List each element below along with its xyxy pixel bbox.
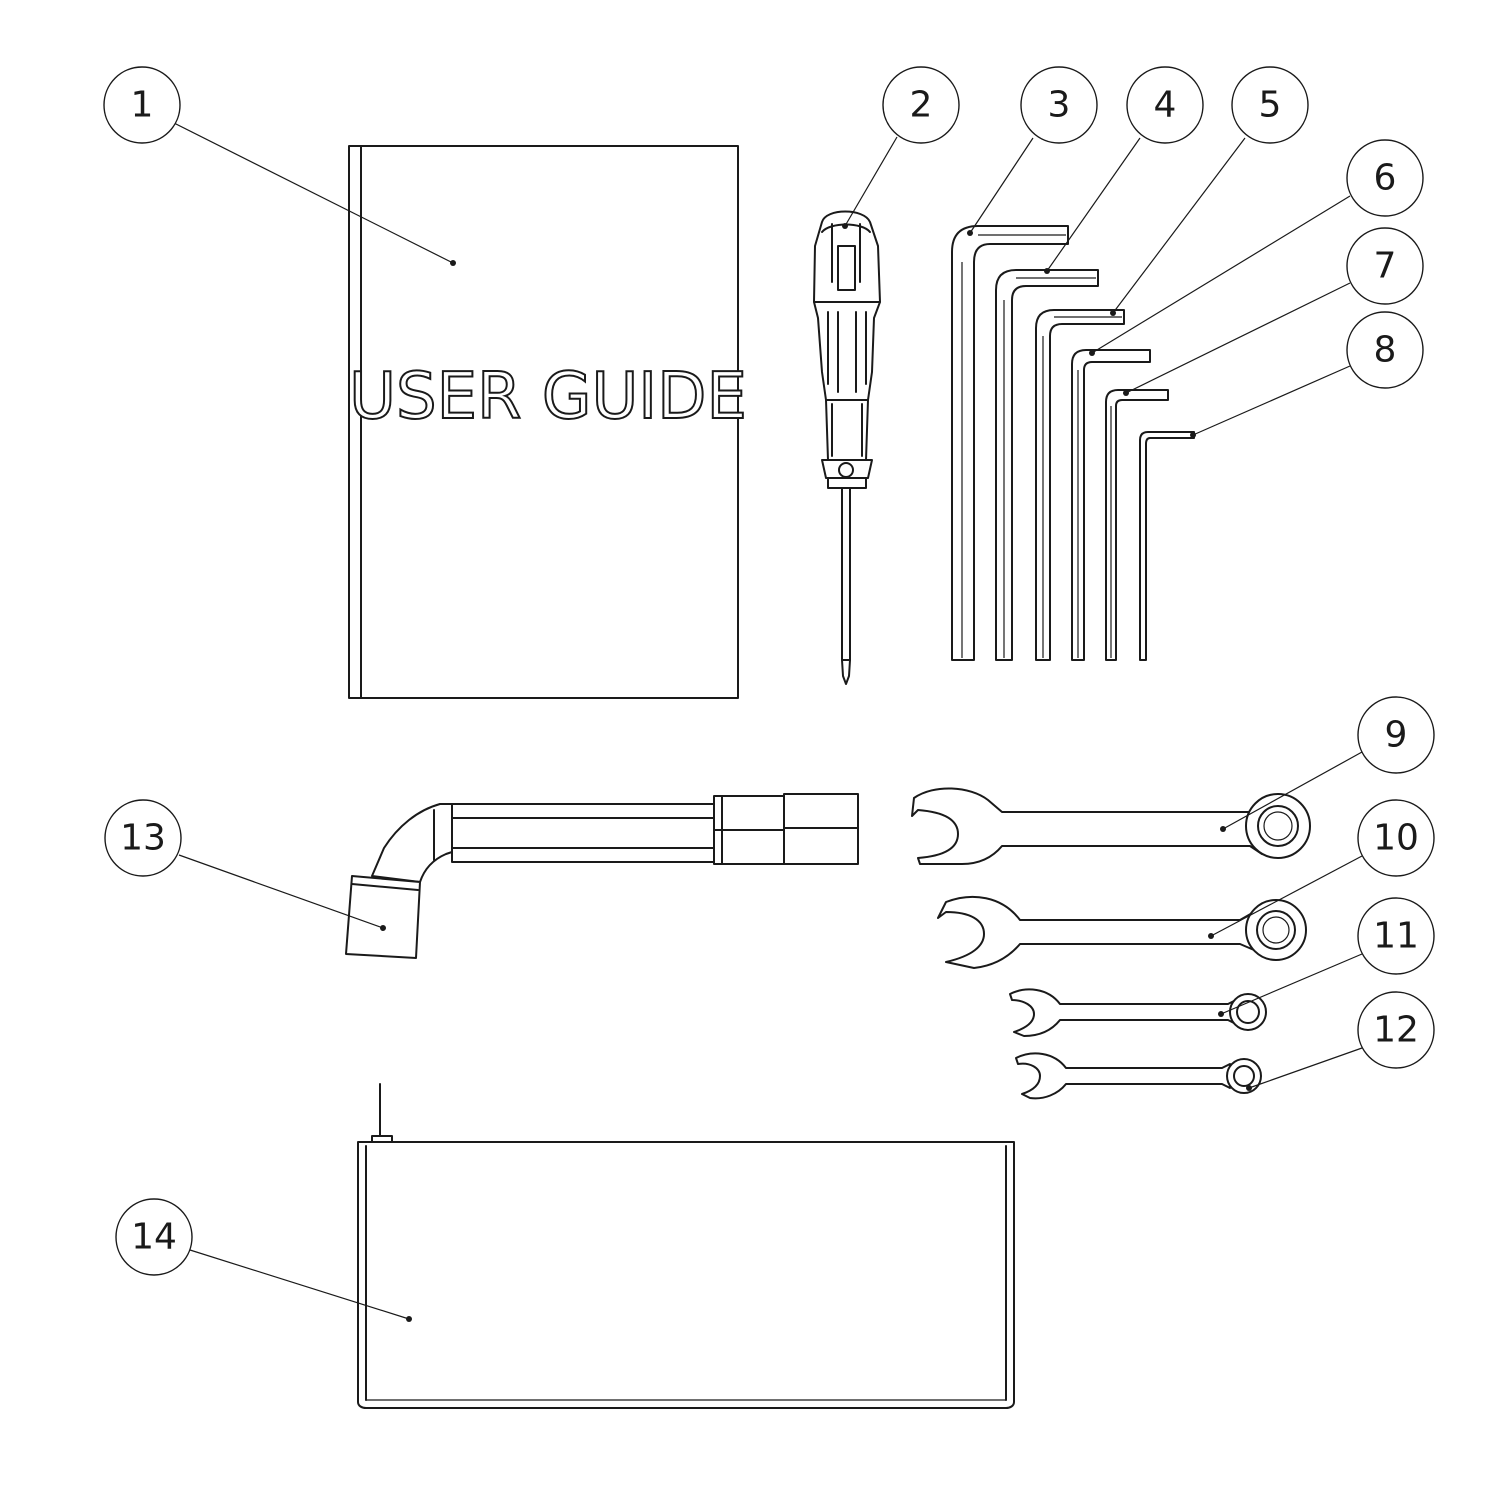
- balloon-3: 3: [1020, 66, 1098, 144]
- balloon-11: 11: [1357, 897, 1435, 975]
- user-guide-booklet: USER GUIDE: [348, 145, 748, 699]
- leader-dots: [380, 223, 1252, 1322]
- combination-wrench-9: [911, 787, 1311, 865]
- tool-case: [357, 1083, 1015, 1409]
- balloon-2: 2: [882, 66, 960, 144]
- leader-lines: [173, 122, 1363, 1320]
- balloon-13: 13: [104, 799, 182, 877]
- hex-key-7: [1105, 389, 1169, 661]
- combination-wrench-12: [1015, 1052, 1262, 1100]
- balloon-9-label: 9: [1385, 715, 1408, 756]
- balloon-8-label: 8: [1374, 330, 1397, 371]
- hex-key-8: [1139, 431, 1195, 661]
- hex-key-3: [951, 225, 1069, 661]
- balloon-7-label: 7: [1374, 246, 1397, 287]
- hex-key-4: [995, 269, 1099, 661]
- hex-key-6: [1071, 349, 1151, 661]
- combination-wrench-10: [937, 895, 1307, 969]
- balloon-12-label: 12: [1373, 1010, 1419, 1051]
- socket-wrench: [345, 793, 859, 959]
- balloon-14-label: 14: [131, 1217, 177, 1258]
- balloon-11-label: 11: [1373, 916, 1419, 957]
- balloon-4: 4: [1126, 66, 1204, 144]
- balloon-1-label: 1: [131, 85, 154, 126]
- balloon-13-label: 13: [120, 818, 166, 859]
- balloon-8: 8: [1346, 311, 1424, 389]
- balloon-5: 5: [1231, 66, 1309, 144]
- balloon-1: 1: [103, 66, 181, 144]
- balloon-9: 9: [1357, 696, 1435, 774]
- user-guide-title: USER GUIDE: [349, 360, 747, 434]
- balloon-6-label: 6: [1374, 158, 1397, 199]
- screwdriver: [813, 210, 881, 685]
- combination-wrench-11: [1009, 988, 1267, 1037]
- balloon-5-label: 5: [1259, 85, 1282, 126]
- hex-key-5: [1035, 309, 1125, 661]
- balloon-10: 10: [1357, 799, 1435, 877]
- balloon-3-label: 3: [1048, 85, 1071, 126]
- balloon-2-label: 2: [910, 85, 933, 126]
- balloon-10-label: 10: [1373, 818, 1419, 859]
- balloon-4-label: 4: [1154, 85, 1177, 126]
- balloon-6: 6: [1346, 139, 1424, 217]
- balloon-7: 7: [1346, 227, 1424, 305]
- balloon-14: 14: [115, 1198, 193, 1276]
- balloon-12: 12: [1357, 991, 1435, 1069]
